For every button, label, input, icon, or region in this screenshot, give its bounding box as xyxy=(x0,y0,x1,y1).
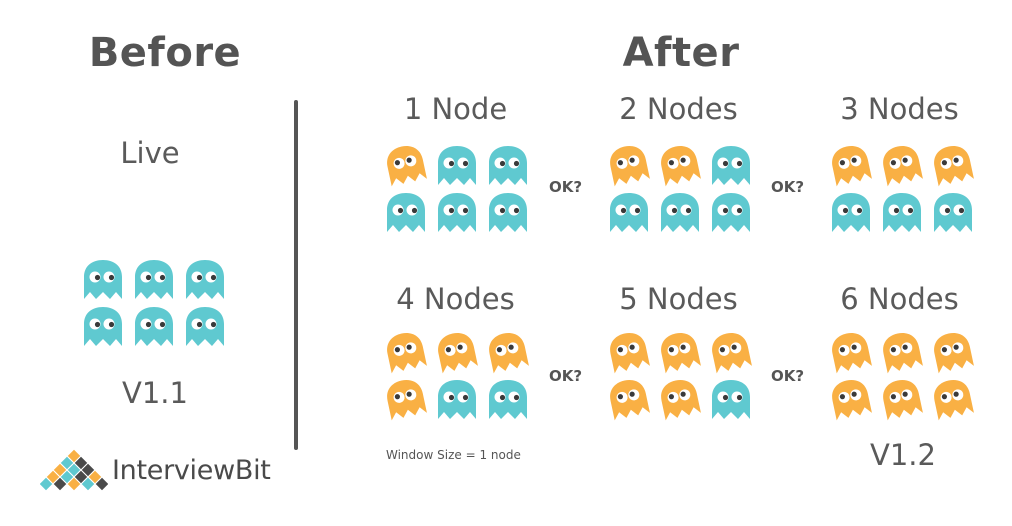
teal-ghost-icon xyxy=(383,190,429,236)
step-1-ghost-grid xyxy=(383,143,531,236)
teal-ghost-icon xyxy=(434,143,480,189)
teal-ghost-icon xyxy=(708,377,754,423)
teal-ghost-icon xyxy=(708,190,754,236)
after-heading: After xyxy=(622,30,740,76)
orange-ghost-icon xyxy=(606,377,652,423)
orange-ghost-icon xyxy=(606,330,652,376)
teal-ghost-icon xyxy=(485,190,531,236)
teal-ghost-icon xyxy=(606,190,652,236)
teal-ghost-icon xyxy=(485,143,531,189)
ok-label-2: OK? xyxy=(771,178,805,196)
teal-ghost-icon xyxy=(485,377,531,423)
before-ghost-grid xyxy=(80,257,228,350)
ok-label-4: OK? xyxy=(771,367,805,385)
teal-ghost-icon xyxy=(657,190,703,236)
live-label: Live xyxy=(120,136,180,170)
orange-ghost-icon xyxy=(930,143,976,189)
step-label-5: 5 Nodes xyxy=(619,282,738,316)
step-3-ghost-grid xyxy=(828,143,976,236)
orange-ghost-icon xyxy=(879,143,925,189)
after-version-label: V1.2 xyxy=(870,438,936,472)
teal-ghost-icon xyxy=(182,257,228,303)
orange-ghost-icon xyxy=(383,377,429,423)
teal-ghost-icon xyxy=(131,304,177,350)
diamond-grid-logo-icon xyxy=(40,449,108,491)
teal-ghost-icon xyxy=(708,143,754,189)
teal-ghost-icon xyxy=(131,257,177,303)
step-label-1: 1 Node xyxy=(403,92,508,126)
brand-name: InterviewBit xyxy=(112,455,271,486)
before-version-label: V1.1 xyxy=(122,376,188,410)
window-size-note: Window Size = 1 node xyxy=(386,448,521,462)
orange-ghost-icon xyxy=(879,377,925,423)
orange-ghost-icon xyxy=(657,377,703,423)
brand-logo: InterviewBit xyxy=(40,447,280,493)
orange-ghost-icon xyxy=(879,330,925,376)
teal-ghost-icon xyxy=(80,304,126,350)
orange-ghost-icon xyxy=(828,143,874,189)
orange-ghost-icon xyxy=(657,330,703,376)
step-2-ghost-grid xyxy=(606,143,754,236)
step-label-4: 4 Nodes xyxy=(396,282,515,316)
orange-ghost-icon xyxy=(383,143,429,189)
step-4-ghost-grid xyxy=(383,330,531,423)
teal-ghost-icon xyxy=(182,304,228,350)
step-label-6: 6 Nodes xyxy=(840,282,959,316)
teal-ghost-icon xyxy=(828,190,874,236)
orange-ghost-icon xyxy=(708,330,754,376)
ok-label-3: OK? xyxy=(549,367,583,385)
orange-ghost-icon xyxy=(383,330,429,376)
teal-ghost-icon xyxy=(879,190,925,236)
orange-ghost-icon xyxy=(485,330,531,376)
orange-ghost-icon xyxy=(930,330,976,376)
step-5-ghost-grid xyxy=(606,330,754,423)
section-divider xyxy=(294,100,298,450)
teal-ghost-icon xyxy=(930,190,976,236)
teal-ghost-icon xyxy=(434,377,480,423)
step-6-ghost-grid xyxy=(828,330,976,423)
orange-ghost-icon xyxy=(828,330,874,376)
teal-ghost-icon xyxy=(434,190,480,236)
step-label-3: 3 Nodes xyxy=(840,92,959,126)
orange-ghost-icon xyxy=(434,330,480,376)
orange-ghost-icon xyxy=(606,143,652,189)
orange-ghost-icon xyxy=(657,143,703,189)
ok-label-1: OK? xyxy=(549,178,583,196)
orange-ghost-icon xyxy=(828,377,874,423)
teal-ghost-icon xyxy=(80,257,126,303)
step-label-2: 2 Nodes xyxy=(619,92,738,126)
orange-ghost-icon xyxy=(930,377,976,423)
before-heading: Before xyxy=(88,30,242,76)
